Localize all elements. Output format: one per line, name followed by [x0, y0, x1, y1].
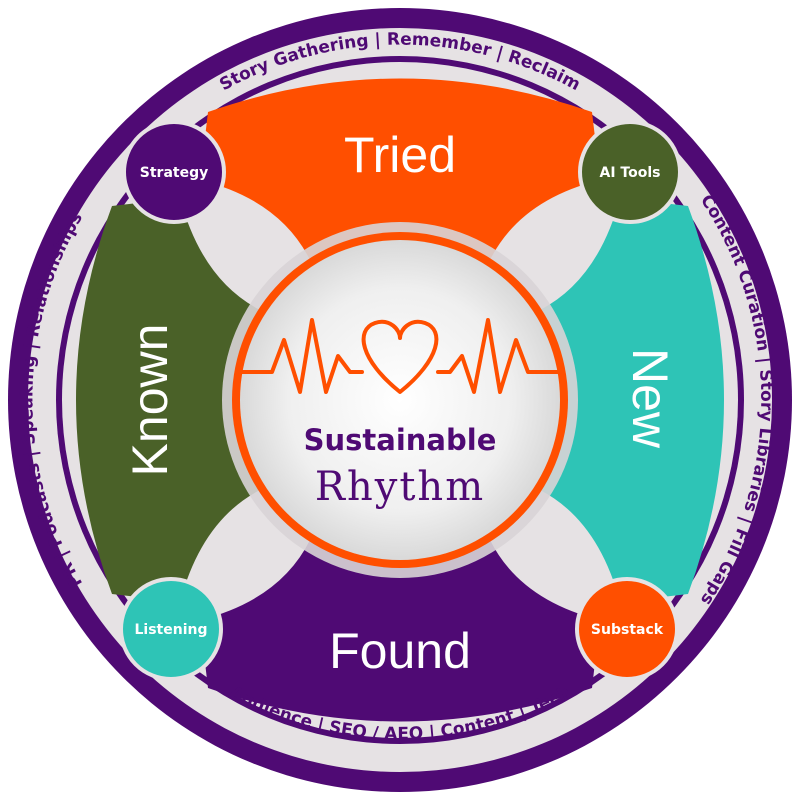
- center-title-line1: Sustainable: [304, 423, 497, 457]
- node-listening-label: Listening: [135, 622, 208, 638]
- quadrant-label-known: Known: [122, 324, 178, 477]
- quadrant-found: [200, 540, 600, 722]
- node-ai-tools: AI Tools: [578, 120, 682, 224]
- node-ai-tools-label: AI Tools: [600, 165, 661, 181]
- node-listening: Listening: [119, 577, 223, 681]
- quadrant-known: [76, 198, 260, 602]
- node-strategy-label: Strategy: [140, 165, 208, 181]
- center-disc: [240, 240, 560, 560]
- center-title-line2: Rhythm: [315, 464, 485, 510]
- quadrant-tried: [200, 78, 600, 260]
- heartbeat-heart-icon: [238, 318, 562, 394]
- node-substack: Substack: [575, 577, 679, 681]
- node-substack-label: Substack: [591, 622, 664, 638]
- quadrant-new: [540, 198, 724, 602]
- node-strategy: Strategy: [122, 120, 226, 224]
- quadrant-label-new: New: [622, 348, 678, 449]
- quadrant-label-tried: Tried: [344, 127, 456, 183]
- quadrant-label-found: Found: [329, 623, 471, 679]
